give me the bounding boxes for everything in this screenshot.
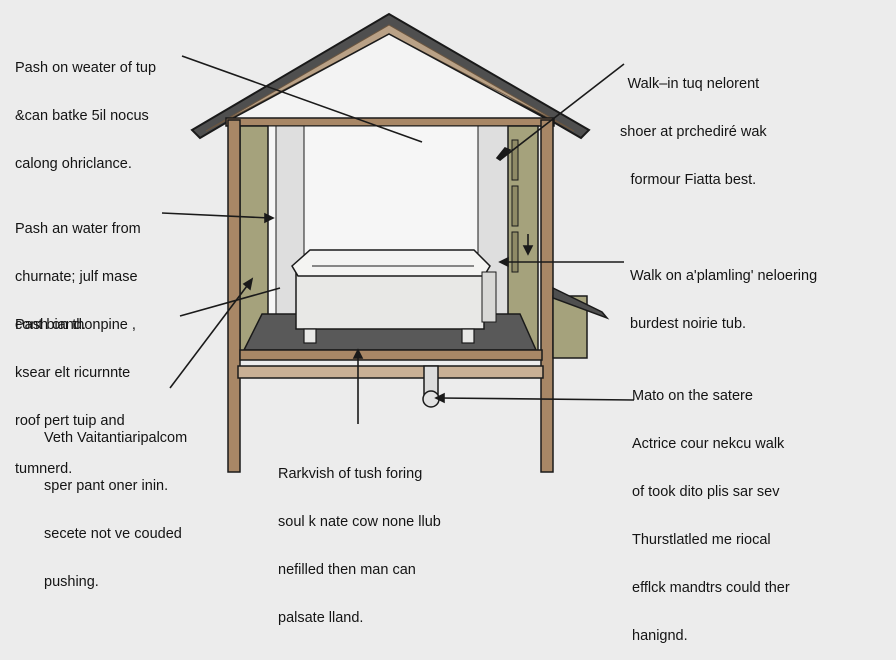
right-wall-studs <box>511 139 519 273</box>
callout-line: Pash on weater of tup <box>15 60 157 76</box>
callout-line: Pash on thonpine , <box>15 317 136 333</box>
callout-line: secete not ve couded <box>44 526 182 542</box>
callout-line: Walk on a'plamling' neloering <box>630 268 818 284</box>
callout-line: &can batke 5il nocus <box>15 108 149 124</box>
callout-tub-right: Walk on a'plamling' neloering burdest no… <box>630 236 817 348</box>
callout-line: Mato on the satere <box>632 388 753 404</box>
bathtub <box>291 249 497 344</box>
callout-line: formour Fiatta best. <box>630 172 757 188</box>
callout-line: Rarkvish of tush foring <box>278 466 423 482</box>
callout-line: cont biand. <box>15 317 86 333</box>
callout-line: Pash an water from <box>15 221 141 237</box>
callout-line: shoer at prchediré wak <box>620 124 767 140</box>
callout-line: of took dito plis sar sev <box>632 484 780 500</box>
callout-bottom-left: Veth Vaitantiaripalcom sper pant oner in… <box>44 398 187 606</box>
callout-roof-top-left: Pash on weater of tup &can batke 5il noc… <box>15 28 156 188</box>
callout-line: calong ohriclance. <box>15 156 132 172</box>
callout-line: Walk–in tuq nelorent <box>627 76 760 92</box>
callout-line: Thurstlatled me riocal <box>632 532 771 548</box>
left-post <box>227 119 241 473</box>
callout-line: Actrice cour nekcu walk <box>632 436 785 452</box>
callout-roof-top-right: Walk–in tuq nelorent shoer at prchediré … <box>620 44 767 204</box>
callout-line: ksear elt ricurnnte <box>15 365 131 381</box>
callout-line: Veth Vaitantiaripalcom <box>44 430 188 446</box>
callout-line: nefilled then man can <box>278 562 416 578</box>
floor-joist <box>237 365 544 379</box>
callout-bottom-center: Rarkvish of tush foring soul k nate cow … <box>278 434 441 642</box>
top-beam <box>225 117 555 127</box>
callout-line: churnate; julf mase <box>15 269 138 285</box>
leader-lines <box>161 55 635 424</box>
callout-line: burdest noirie tub. <box>630 316 747 332</box>
callout-line: efflck mandtrs could ther <box>632 580 790 596</box>
callout-drain-right: Mato on the satere Actrice cour nekcu wa… <box>632 356 790 660</box>
callout-wall-left: Pash an water from churnate; julf mase c… <box>15 189 141 349</box>
bathroom-cross-section-diagram <box>161 12 635 473</box>
drain-pipe <box>422 365 440 408</box>
callout-line: soul k nate cow none llub <box>278 514 441 530</box>
callout-line: pushing. <box>44 574 99 590</box>
callout-floor-left: Pash on thonpine , ksear elt ricurnnte r… <box>15 285 136 493</box>
side-annex <box>552 286 610 359</box>
callout-line: palsate lland. <box>278 610 364 626</box>
callout-line: hanignd. <box>632 628 688 644</box>
callout-line: sper pant oner inin. <box>44 478 169 494</box>
callout-line: roof pert tuip and <box>15 413 125 429</box>
left-inner-panel <box>275 125 305 322</box>
right-post <box>540 119 554 473</box>
callout-line: tumnerd. <box>15 461 73 477</box>
